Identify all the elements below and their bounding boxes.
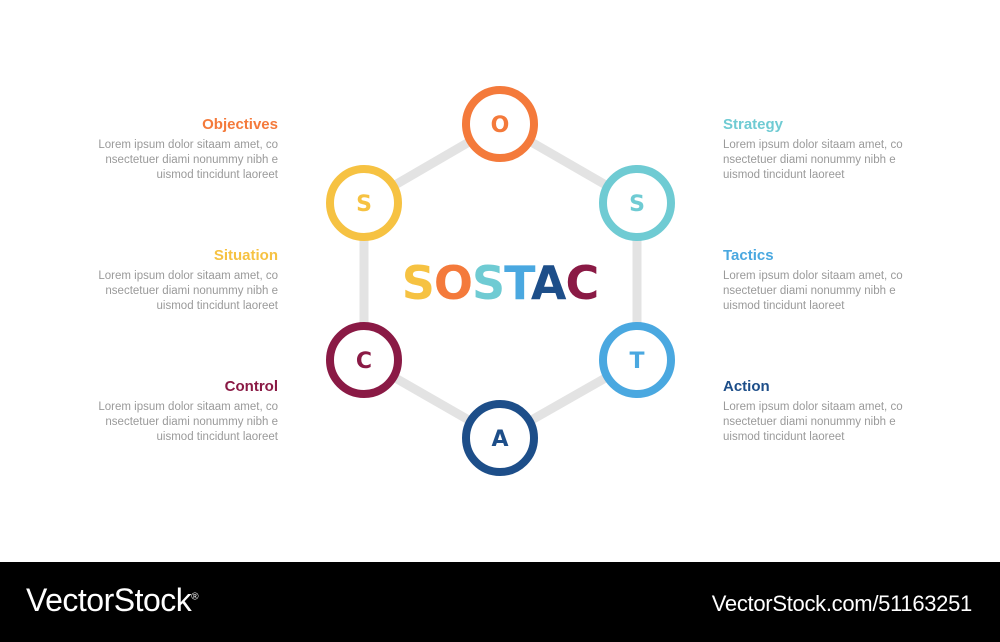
center-title-letter-3: S <box>472 256 504 310</box>
label-strategy: Strategy Lorem ipsum dolor sitaam amet, … <box>723 116 905 183</box>
label-tactics: Tactics Lorem ipsum dolor sitaam amet, c… <box>723 247 905 314</box>
label-strategy-text: Lorem ipsum dolor sitaam amet, co nsecte… <box>723 139 903 181</box>
sostac-diagram: O S T A C S SOSTAC Objectives Lorem ipsu… <box>96 86 905 476</box>
node-t-ring <box>599 322 675 398</box>
label-control-text: Lorem ipsum dolor sitaam amet, co nsecte… <box>98 401 278 443</box>
label-strategy-title: Strategy <box>723 116 784 133</box>
label-objectives: Objectives Lorem ipsum dolor sitaam amet… <box>96 116 278 183</box>
node-c: C <box>326 322 402 398</box>
node-s-strategy: S <box>599 165 675 241</box>
node-t-letter: T <box>629 349 644 374</box>
vectorstock-logo: VectorStock® <box>26 582 199 619</box>
label-objectives-title: Objectives <box>202 116 278 133</box>
label-control: Control Lorem ipsum dolor sitaam amet, c… <box>96 378 278 445</box>
label-action: Action Lorem ipsum dolor sitaam amet, co… <box>723 378 905 445</box>
label-situation-text: Lorem ipsum dolor sitaam amet, co nsecte… <box>98 270 278 312</box>
image-id: VectorStock.com/51163251 <box>711 591 973 616</box>
label-tactics-title: Tactics <box>723 247 774 264</box>
label-action-text: Lorem ipsum dolor sitaam amet, co nsecte… <box>723 401 903 443</box>
label-situation-title: Situation <box>213 247 278 264</box>
node-o: O <box>462 86 538 162</box>
center-title-letter-2: O <box>434 256 472 310</box>
center-title-letter-1: S <box>402 256 434 310</box>
node-s-situation: S <box>326 165 402 241</box>
node-c-letter: C <box>356 349 372 374</box>
label-situation: Situation Lorem ipsum dolor sitaam amet,… <box>96 247 278 314</box>
node-c-ring <box>326 322 402 398</box>
node-a-letter: A <box>491 427 508 452</box>
center-title-letter-6: C <box>566 256 599 310</box>
center-title: SOSTAC <box>402 256 599 310</box>
label-action-title: Action <box>723 378 770 395</box>
node-s-situation-ring <box>326 165 402 241</box>
node-s-strategy-letter: S <box>629 192 645 217</box>
node-s-situation-letter: S <box>356 192 372 217</box>
node-o-letter: O <box>491 113 510 138</box>
registered-mark: ® <box>191 591 199 603</box>
center-title-letter-5: A <box>531 256 567 310</box>
node-s-strategy-ring <box>599 165 675 241</box>
node-t: T <box>599 322 675 398</box>
label-tactics-text: Lorem ipsum dolor sitaam amet, co nsecte… <box>723 270 903 312</box>
label-control-title: Control <box>224 378 278 395</box>
node-a-ring <box>462 400 538 476</box>
node-a: A <box>462 400 538 476</box>
node-o-ring <box>462 86 538 162</box>
hexagon-graphic: O S T A C S SOSTAC <box>326 86 675 476</box>
vectorstock-logo-text: VectorStock <box>26 582 192 618</box>
watermark-footer: VectorStock® VectorStock.com/51163251 <box>0 562 1000 642</box>
label-objectives-text: Lorem ipsum dolor sitaam amet, co nsecte… <box>98 139 278 181</box>
